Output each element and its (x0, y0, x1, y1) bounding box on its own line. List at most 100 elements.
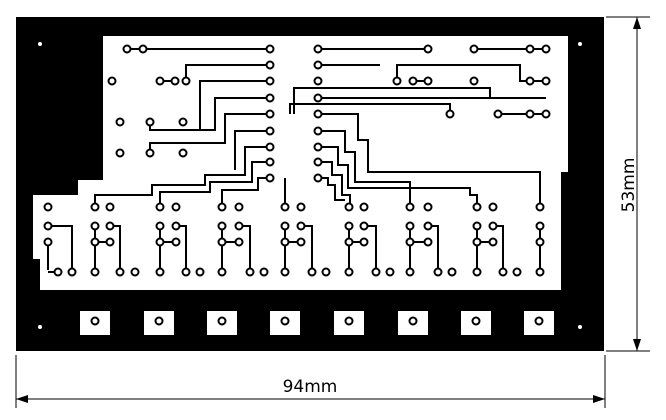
pad-hole (145, 148, 155, 158)
pad-hole (171, 221, 181, 231)
pad-hole (195, 267, 205, 277)
dimension-arrow-icon (16, 17, 641, 403)
height-dimension-label: 53mm (619, 158, 639, 213)
pad-hole (525, 109, 535, 119)
pad-hole (217, 221, 227, 231)
pad-hole (171, 202, 181, 212)
pad-hole (469, 76, 479, 86)
pad-hole (472, 202, 482, 212)
pad-hole (178, 117, 188, 127)
pad-hole (313, 173, 323, 183)
pad-hole (115, 267, 125, 277)
pad-hole (493, 109, 503, 119)
pad-hole (130, 267, 140, 277)
pad-hole (344, 267, 354, 277)
pad-hole (217, 237, 227, 247)
pad-hole (313, 76, 323, 86)
pad-hole (90, 202, 100, 212)
lower-traces (47, 225, 541, 273)
pad-hole (371, 267, 381, 277)
pad-hole (321, 267, 331, 277)
pad-hole (280, 202, 290, 212)
pad-hole (245, 267, 255, 277)
pad-hole (313, 126, 323, 136)
pad-hole (296, 221, 306, 231)
pad-hole (423, 237, 433, 247)
pad-hole (447, 267, 457, 277)
pad-hole (265, 93, 275, 103)
pad-hole (43, 237, 53, 247)
pad-hole (307, 267, 317, 277)
pad-hole (296, 202, 306, 212)
width-dimension-label: 94mm (283, 377, 338, 397)
pad-hole (234, 221, 244, 231)
pad-hole (472, 237, 482, 247)
pad-hole (145, 117, 155, 127)
pad-hole (90, 237, 100, 247)
pad-hole (469, 44, 479, 54)
pad-hole (405, 267, 415, 277)
pad-hole (122, 44, 132, 54)
pad-hole (541, 76, 551, 86)
through-hole-pads (43, 44, 551, 277)
pad-hole (313, 157, 323, 167)
pad-hole (498, 267, 508, 277)
pad-hole (488, 202, 498, 212)
pad-hole (488, 221, 498, 231)
pad-hole (178, 148, 188, 158)
pad-hole (53, 267, 63, 277)
pad-hole (423, 221, 433, 231)
pad-hole (541, 44, 551, 54)
pad-hole (280, 267, 290, 277)
pad-hole (265, 142, 275, 152)
bottom-pad-holes (90, 316, 544, 326)
pad-hole (181, 267, 191, 277)
pad-hole (265, 126, 275, 136)
dimension-lines (15, 16, 650, 408)
pad-hole (170, 76, 180, 86)
pad-hole (155, 237, 165, 247)
pad-hole (359, 221, 369, 231)
pad-hole (541, 109, 551, 119)
cleared-area (33, 36, 568, 290)
pad-hole (385, 267, 395, 277)
pad-hole (138, 44, 148, 54)
pad-hole (155, 221, 165, 231)
pad-hole (313, 60, 323, 70)
pad-hole (535, 202, 545, 212)
pad-hole (265, 109, 275, 119)
pad-hole (359, 202, 369, 212)
pad-hole (535, 267, 545, 277)
pad-hole (280, 221, 290, 231)
pad-hole (408, 76, 418, 86)
pad-hole (405, 237, 415, 247)
pad-hole (512, 267, 522, 277)
pad-hole (115, 117, 125, 127)
pad-hole (313, 142, 323, 152)
pad-hole (265, 76, 275, 86)
pad-hole (107, 76, 117, 86)
pad-hole (423, 44, 433, 54)
pad-hole (445, 109, 455, 119)
pad-hole (488, 237, 498, 247)
pad-hole (105, 237, 115, 247)
pad-hole (433, 267, 443, 277)
pad-hole (535, 237, 545, 247)
pad-hole (234, 202, 244, 212)
cleared-area-right (450, 170, 561, 195)
pad-hole (525, 76, 535, 86)
pad-hole (423, 202, 433, 212)
pad-hole (90, 221, 100, 231)
pad-hole (525, 44, 535, 54)
pad-hole (115, 148, 125, 158)
pad-hole (259, 267, 269, 277)
pad-hole (535, 221, 545, 231)
pad-hole (265, 44, 275, 54)
pad-hole (296, 237, 306, 247)
pad-hole (234, 237, 244, 247)
pad-hole (423, 76, 433, 86)
pad-hole (265, 157, 275, 167)
pad-hole (217, 202, 227, 212)
pad-hole (181, 76, 191, 86)
pad-hole (155, 202, 165, 212)
